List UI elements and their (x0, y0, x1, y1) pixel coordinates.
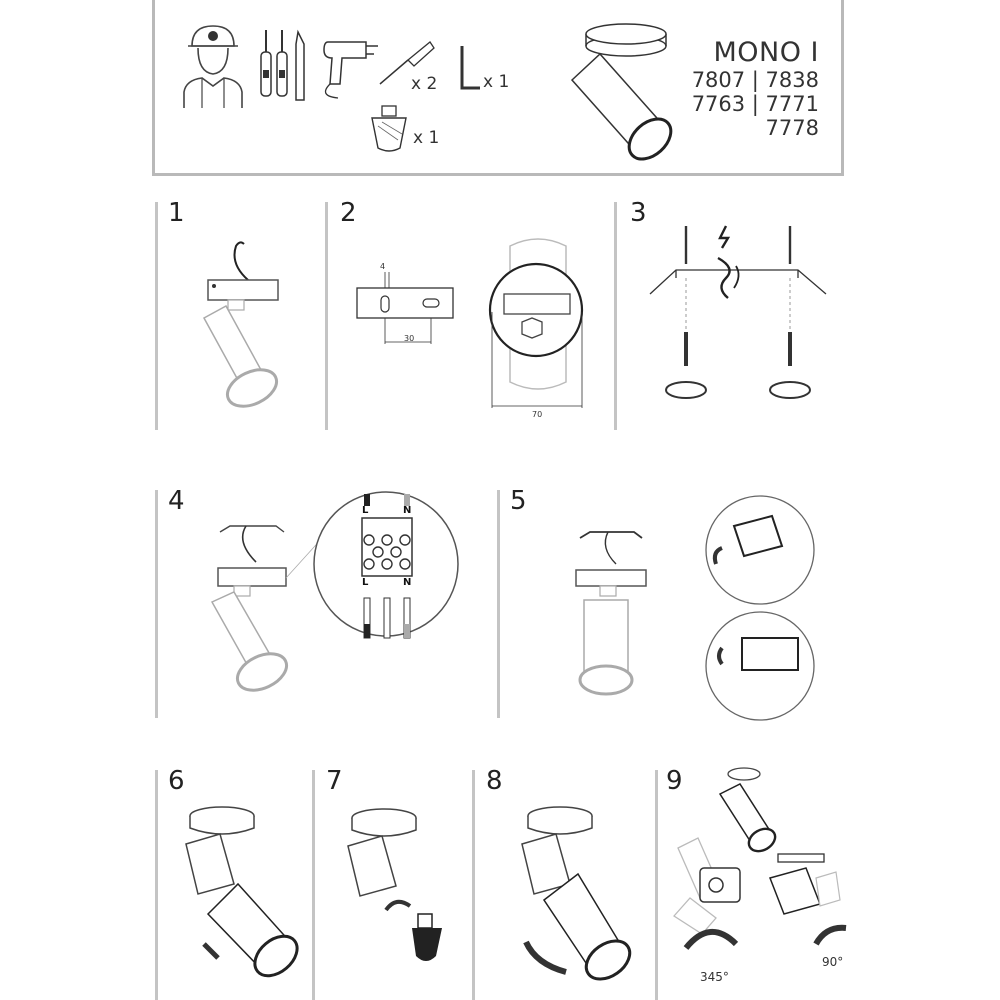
step-4-number: 4 (168, 486, 185, 516)
drill-icon (323, 41, 378, 99)
screwdriver-icon (260, 29, 305, 101)
spacing-dimension: 30 (404, 334, 415, 343)
step-6-number: 6 (168, 766, 185, 796)
wiring-terminal-detail (313, 491, 459, 639)
wall-plug-icon (379, 41, 435, 85)
step-9-drawing (673, 767, 847, 950)
step-1-number: 1 (168, 198, 185, 228)
product-code-line-1: 7807 | 7838 (691, 68, 819, 92)
step-2-number: 2 (340, 198, 357, 228)
divider (472, 770, 475, 1000)
step-5-detail-bottom (705, 611, 815, 721)
step-5-drawing (575, 531, 647, 696)
bulb-quantity: x 1 (413, 128, 440, 148)
hole-dimension: 4 (380, 262, 386, 271)
electrician-icon (183, 25, 243, 108)
step-3-number: 3 (630, 198, 647, 228)
step-2-bracket-drawing (356, 272, 454, 344)
gu10-bulb-icon (371, 105, 407, 152)
step-7-drawing (347, 808, 442, 961)
tilt-angle-label: 90° (822, 955, 844, 969)
step-2-base-drawing (488, 238, 584, 408)
step-8-drawing (521, 806, 632, 981)
swivel-angle-label: 345° (700, 970, 729, 984)
width-dimension: 70 (532, 410, 543, 419)
header-panel: MONO I 7807 | 7838 7763 | 7771 7778 x 2 … (152, 0, 844, 176)
step-5-number: 5 (510, 486, 527, 516)
step-8-number: 8 (486, 766, 503, 796)
step-4-drawing (210, 525, 325, 692)
divider (155, 202, 158, 430)
step-3-drawing (649, 225, 827, 399)
anchor-quantity: x 2 (411, 74, 438, 94)
product-code-line-3: 7778 (765, 116, 819, 140)
product-code-line-2: 7763 | 7771 (691, 92, 819, 116)
hex-key-icon (460, 46, 480, 90)
divider (497, 490, 500, 718)
terminal-live-label-top: L (362, 505, 369, 516)
product-name: MONO I (713, 37, 819, 68)
divider (312, 770, 315, 1000)
divider (155, 770, 158, 1000)
lamp-icon (570, 23, 673, 161)
step-7-number: 7 (326, 766, 343, 796)
step-6-drawing (185, 806, 299, 978)
divider (155, 490, 158, 718)
divider (325, 202, 328, 430)
terminal-neutral-label-top: N (403, 505, 412, 516)
hex-key-quantity: x 1 (483, 72, 510, 92)
step-1-drawing (202, 241, 279, 408)
divider (614, 202, 617, 430)
step-9-number: 9 (666, 766, 683, 796)
step-5-detail-top (705, 495, 815, 605)
terminal-neutral-label-bottom: N (403, 577, 412, 588)
terminal-live-label-bottom: L (362, 577, 369, 588)
divider (655, 770, 658, 1000)
